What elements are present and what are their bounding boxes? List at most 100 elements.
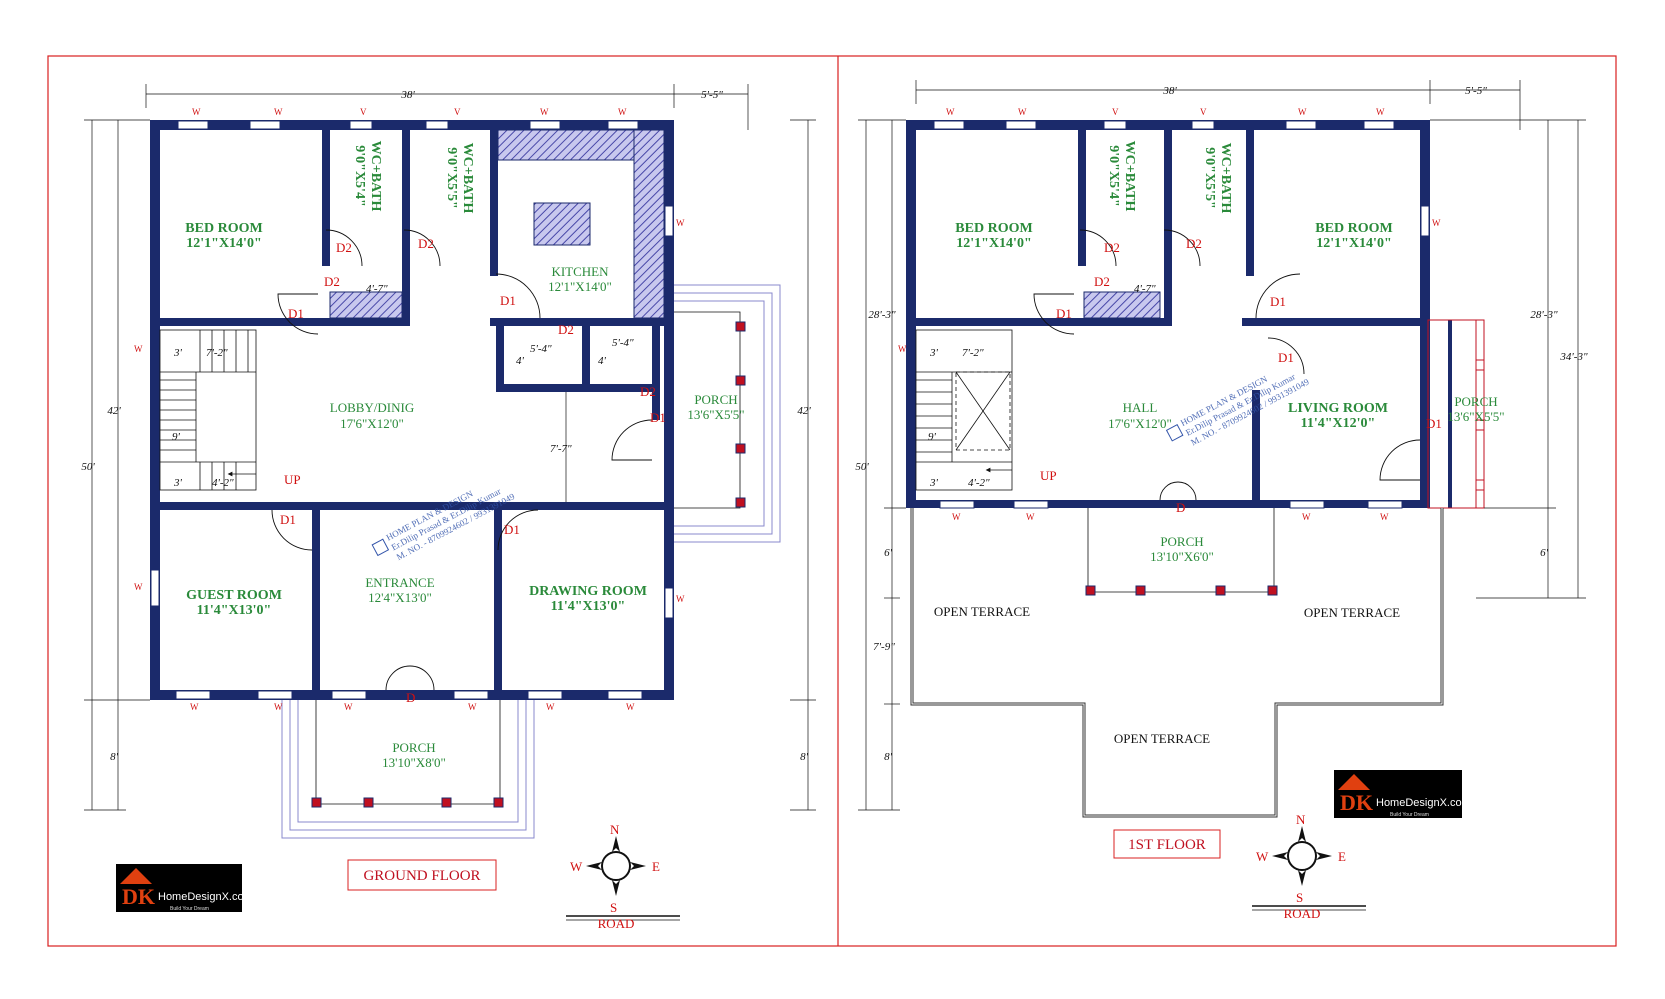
gf-wc2-size: 9'0"X5'5" [444,147,459,208]
plan-label-55: V [1112,107,1119,117]
plan-label-71: 8' [884,751,893,763]
plan-label-85: Er.Dilip Prasad & Er.Dilip Kumar [1184,371,1297,437]
ff-wc1-size: 9'0"X5'4" [1106,145,1121,206]
plan-label-38: 4'-2" [212,477,234,489]
plan-label-32: 42' [797,405,811,417]
ground-stairs [159,329,257,491]
gf-lobby-name: LOBBY/DINIG [330,400,415,415]
gf-drawing-name: DRAWING ROOM [529,584,647,599]
plan-label-59: W [1432,218,1441,228]
plan-label-10: D [406,690,415,705]
plan-label-65: 38' [1162,85,1177,97]
plan-label-53: W [946,107,955,117]
plan-label-75: 3' [929,347,939,359]
ff-hall-size: 17'6"X12'0" [1108,416,1172,431]
first-door-labels: D1 D2 D2 D2 D1 D1 D1 D [1056,236,1442,515]
plan-label-64: W [1380,512,1389,522]
plan-label-56: V [1200,107,1207,117]
plan-label-33: 8' [800,751,809,763]
plan-label-43: 7'-7" [550,443,572,455]
gf-wc1-name: WC+BATH [368,141,383,212]
plan-label-67: 50' [855,461,869,473]
plan-label-87: DK [1340,790,1373,815]
plan-label-52: D [1176,500,1185,515]
gf-bedroom-name: BED ROOM [185,221,262,236]
plan-label-7: D1 [650,410,666,425]
gf-wc2-name: WC+BATH [460,143,475,214]
plan-label-89: Build Your Dream [1390,812,1429,818]
plan-label-73: 34'-3" [1559,351,1588,363]
plan-label-16: W [618,107,627,117]
plan-label-35: 7'-2" [206,347,228,359]
plan-label-70: 7'-9" [873,641,895,653]
plan-label-23: W [344,702,353,712]
ff-bed1-size: 12'1"X14'0" [956,236,1031,251]
plan-label-31: 8' [110,751,119,763]
plan-label-3: D2 [418,236,434,251]
ff-title: 1ST FLOOR [1128,837,1206,853]
plan-label-96: S [1296,890,1303,905]
ff-terrace-left: OPEN TERRACE [934,604,1030,619]
gf-porch-right-size: 13'6"X5'5" [687,407,744,422]
ff-wc2-name: WC+BATH [1218,143,1233,214]
gf-entrance-name: ENTRANCE [365,575,434,590]
plan-label-21: W [190,702,199,712]
gf-guest-name: GUEST ROOM [186,588,282,603]
plan-label-5: D2 [558,322,574,337]
ground-room-labels: BED ROOM 12'1"X14'0" WC+BATH 9'0"X5'4" W… [185,141,744,770]
plan-label-93: E [652,859,660,874]
gf-wc1-size: 9'0"X5'4" [352,145,367,206]
plan-label-11: W [192,107,201,117]
logo-ground: DK HomeDesignX.com Build Your Dream [116,864,253,912]
plan-label-19: W [134,582,143,592]
ff-bed2-name: BED ROOM [1315,221,1392,236]
gf-kitchen-name: KITCHEN [551,264,609,279]
gf-drawing-size: 11'4"X13'0" [551,599,626,614]
plan-label-46: D2 [1104,240,1120,255]
plan-label-24: W [468,702,477,712]
plan-label-36: 9' [172,431,181,443]
plan-label-0: D1 [288,306,304,321]
first-floor-plan: BED ROOM 12'1"X14'0" WC+BATH 9'0"X5'4" W… [855,80,1588,859]
plan-label-98: E [1338,849,1346,864]
plan-label-68: 28'-3" [868,309,896,321]
plan-label-34: 3' [173,347,183,359]
plan-label-39: 5'-4" [530,343,552,355]
plan-label-27: 38' [400,89,415,101]
plan-label-22: W [274,702,283,712]
gf-kitchen-size: 12'1"X14'0" [548,279,612,294]
plan-label-58: W [1376,107,1385,117]
plan-label-8: D1 [280,512,296,527]
ff-terrace-bottom: OPEN TERRACE [1114,731,1210,746]
ground-door-labels: D1 D2 D2 D2 D1 D2 D2 D1 D1 D1 D [280,236,666,705]
ground-dimension-labels: 38' 5'-5" 50' 42' 8' 42' 8' 3' 7'-2" 9' … [81,89,811,763]
plan-label-82: Er.Dilip Prasad & Er.Dilip Kumar [390,486,503,552]
ff-bed2-size: 12'1"X14'0" [1316,236,1391,251]
gf-porch-right-name: PORCH [694,392,737,407]
first-window-labels: W W V V W W W W W W W W [898,107,1441,522]
ff-wc1-name: WC+BATH [1122,141,1137,212]
first-dimension-labels: 38' 5'-5" 50' 28'-3" 6' 7'-9" 8' 28'-3" … [855,85,1588,763]
plan-label-90: N [610,822,620,837]
plan-label-45: D1 [1056,306,1072,321]
plan-label-6: D2 [640,384,656,399]
plan-label-77: 9' [928,431,937,443]
plan-label-37: 3' [173,477,183,489]
plan-label-62: W [1026,512,1035,522]
plan-label-88: HomeDesignX.com [1376,797,1471,809]
gf-guest-size: 11'4"X13'0" [197,603,272,618]
plan-label-41: 4' [516,355,525,367]
gf-porch-bottom-name: PORCH [392,740,435,755]
plan-label-20: W [676,594,685,604]
logo-text: HomeDesignX.com [158,891,253,903]
plan-label-76: 7'-2" [962,347,984,359]
ff-title-box [1113,829,1221,859]
gf-entrance-size: 12'4"X13'0" [368,590,432,605]
ff-terrace-right: OPEN TERRACE [1304,605,1400,620]
ground-window-labels: W W V V W W W W W W W W W W W W [134,107,685,712]
gf-bedroom-size: 12'1"X14'0" [186,236,261,251]
first-room-labels: BED ROOM 12'1"X14'0" WC+BATH 9'0"X5'4" W… [934,141,1505,746]
plan-label-18: W [134,344,143,354]
ff-living-size: 11'4"X12'0" [1301,416,1376,431]
